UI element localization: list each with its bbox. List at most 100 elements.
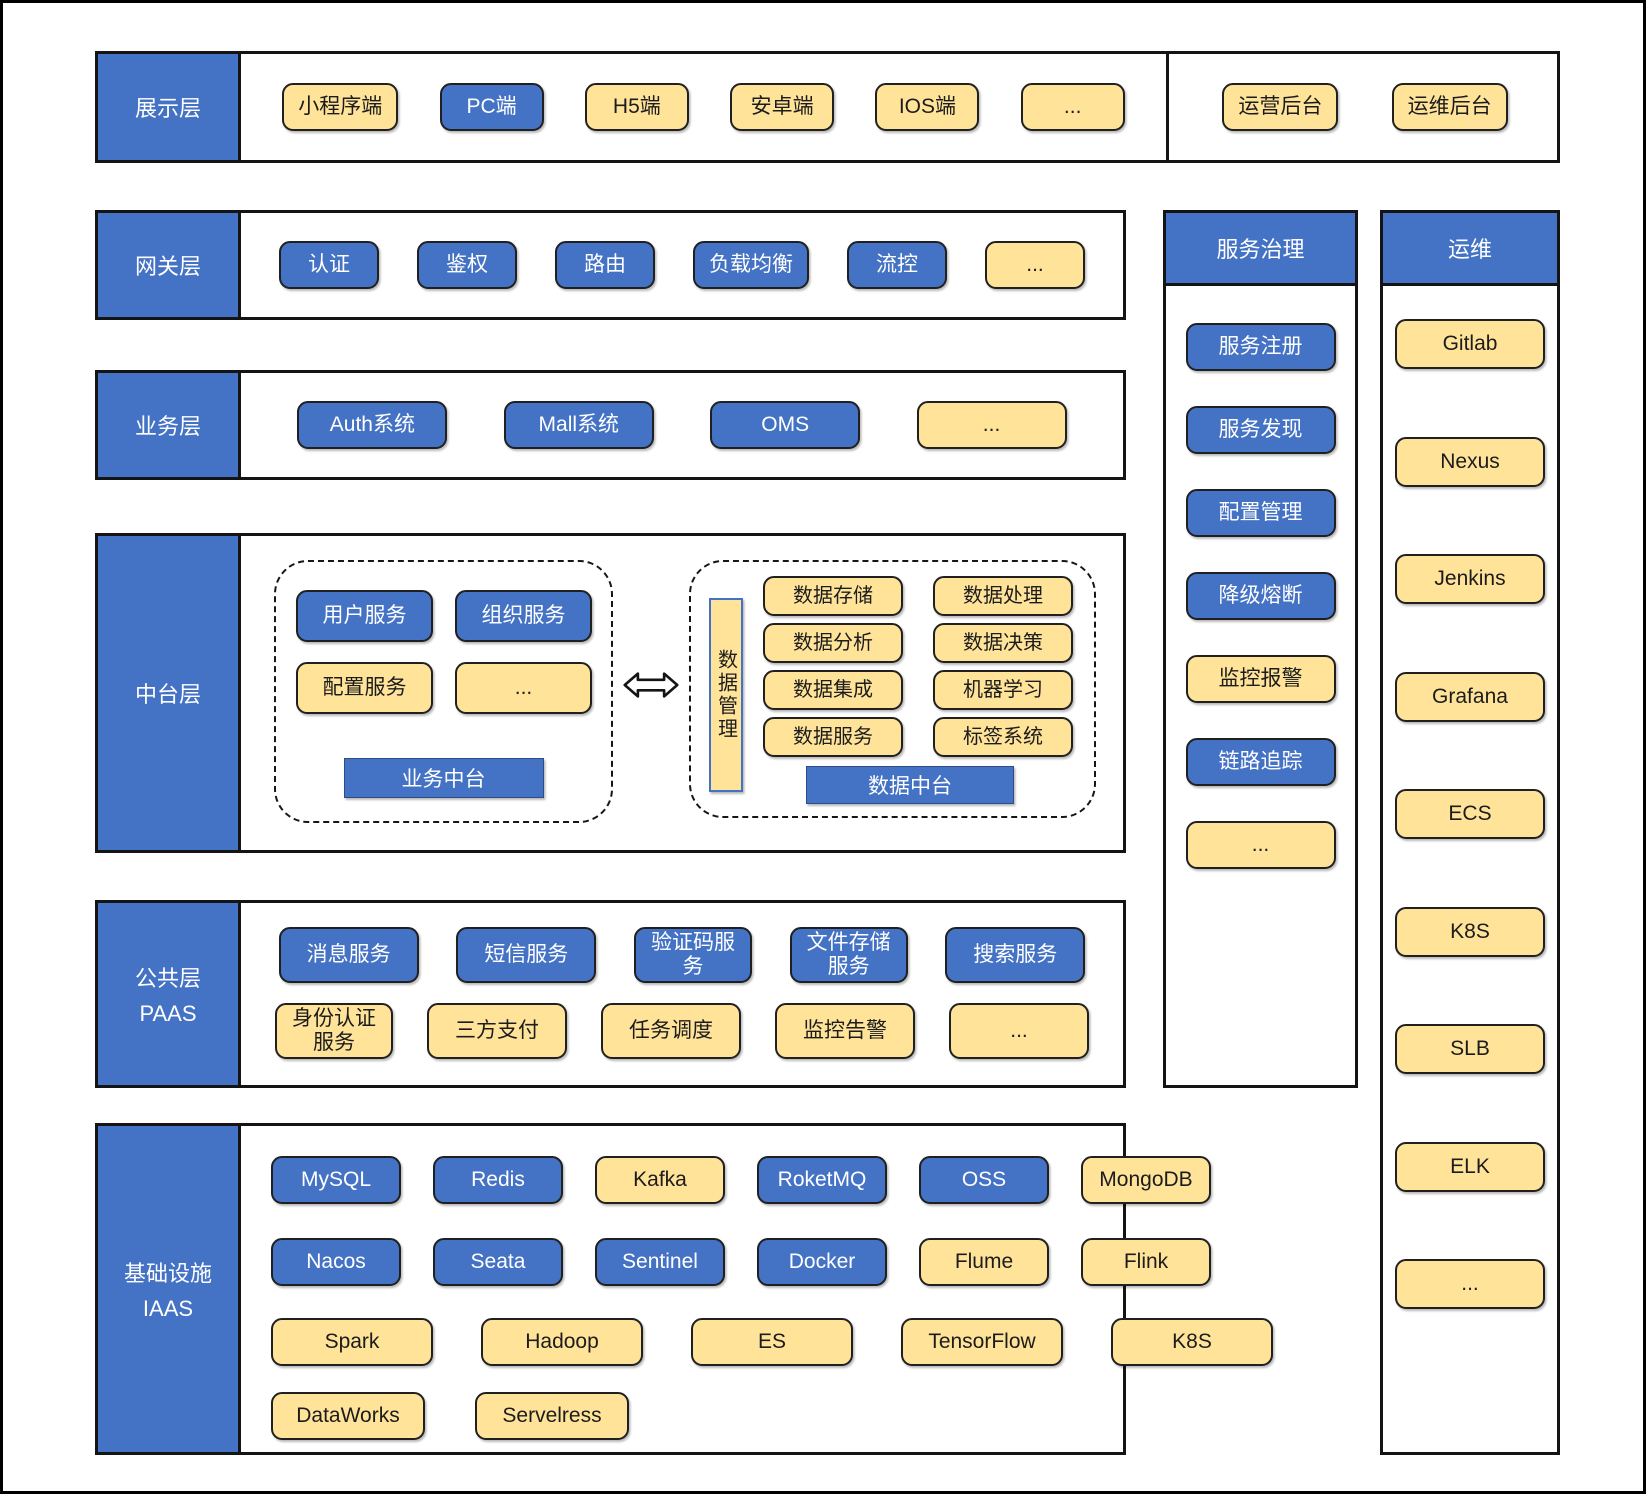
arch-node: Flume (919, 1238, 1049, 1286)
arch-node: 流控 (847, 241, 947, 289)
layer-paas-row: 公共层 PAAS 消息服务 短信服务 验证码服务 文件存储服务 搜索服务 身份认… (95, 900, 1126, 1088)
arch-node: Hadoop (481, 1318, 643, 1366)
arch-node: Redis (433, 1156, 563, 1204)
arch-node: 用户服务 (296, 590, 433, 642)
arch-node: 身份认证服务 (275, 1003, 393, 1059)
layer-label-iaas: 基础设施 IAAS (98, 1126, 241, 1452)
layer-display-row: 展示层 小程序端 PC端 H5端 安卓端 IOS端 ... 运营后台 运维后台 (95, 51, 1560, 163)
gateway-items: 认证 鉴权 路由 负载均衡 流控 ... (241, 213, 1123, 317)
arch-node: Sentinel (595, 1238, 725, 1286)
divider-line (1166, 54, 1169, 160)
arch-node: 数据存储 (763, 576, 903, 616)
ops-title: 运维 (1383, 213, 1557, 286)
arch-node: 小程序端 (282, 83, 399, 131)
business-platform-title: 业务中台 (343, 758, 544, 798)
arch-node: ES (691, 1318, 853, 1366)
arch-node: ... (455, 662, 592, 714)
arch-node: 路由 (555, 241, 655, 289)
governance-column: 服务治理 服务注册 服务发现 配置管理 降级熔断 监控报警 链路追踪 ... (1163, 210, 1358, 1088)
arch-node: ... (1395, 1259, 1545, 1309)
arch-node: 服务发现 (1185, 406, 1336, 454)
arch-node: MongoDB (1081, 1156, 1211, 1204)
arch-node: Kafka (595, 1156, 725, 1204)
arch-node: ELK (1395, 1142, 1545, 1192)
arch-node: Flink (1081, 1238, 1211, 1286)
ops-column: 运维 Gitlab Nexus Jenkins Grafana ECS K8S … (1380, 210, 1560, 1455)
arch-node: 监控告警 (775, 1003, 915, 1059)
arch-node: ... (1185, 821, 1336, 869)
arch-node: TensorFlow (901, 1318, 1063, 1366)
iaas-row3: Spark Hadoop ES TensorFlow K8S (241, 1318, 1273, 1366)
layer-iaas-row: 基础设施 IAAS MySQL Redis Kafka RoketMQ OSS … (95, 1123, 1273, 1455)
arch-node: 运维后台 (1391, 83, 1508, 131)
governance-title: 服务治理 (1166, 213, 1355, 286)
arch-node: Nacos (271, 1238, 401, 1286)
arch-node: 标签系统 (933, 717, 1073, 757)
arch-node: 任务调度 (601, 1003, 741, 1059)
arch-node: ... (985, 241, 1085, 289)
arch-node: RoketMQ (757, 1156, 887, 1204)
arch-node: Docker (757, 1238, 887, 1286)
arch-node: 降级熔断 (1185, 572, 1336, 620)
business-platform-group: 用户服务 组织服务 配置服务 ... 业务中台 (274, 560, 613, 823)
iaas-row4: DataWorks Servelress (241, 1392, 629, 1440)
arch-node: 配置管理 (1185, 489, 1336, 537)
arch-node: Gitlab (1395, 319, 1545, 369)
arch-node: 短信服务 (456, 927, 597, 983)
arch-node: IOS端 (875, 83, 980, 131)
data-platform-group: 数据管理 数据存储 数据处理 数据分析 数据决策 数据集成 机器学习 数据服务 … (689, 560, 1096, 818)
data-management-bar: 数据管理 (709, 598, 743, 792)
paas-row2: 身份认证服务 三方支付 任务调度 监控告警 ... (241, 1003, 1123, 1059)
arch-node: 数据服务 (763, 717, 903, 757)
layer-label-business: 业务层 (98, 373, 241, 477)
arch-node: H5端 (584, 83, 689, 131)
arch-node: 链路追踪 (1185, 738, 1336, 786)
arch-node: SLB (1395, 1024, 1545, 1074)
arch-node: ... (1020, 83, 1125, 131)
arch-node: 机器学习 (933, 670, 1073, 710)
arch-node: 监控报警 (1185, 655, 1336, 703)
arch-node: PC端 (439, 83, 544, 131)
arch-node: 数据集成 (763, 670, 903, 710)
arch-node: Jenkins (1395, 554, 1545, 604)
layer-business-row: 业务层 Auth系统 Mall系统 OMS ... (95, 370, 1126, 480)
layer-label-display: 展示层 (98, 54, 241, 160)
iaas-row2: Nacos Seata Sentinel Docker Flume Flink (241, 1238, 1211, 1286)
arch-node: 运营后台 (1222, 83, 1339, 131)
arch-node: Seata (433, 1238, 563, 1286)
layer-gateway-row: 网关层 认证 鉴权 路由 负载均衡 流控 ... (95, 210, 1126, 320)
arch-node: ... (949, 1003, 1089, 1059)
arch-node: ... (916, 401, 1067, 449)
arch-node: K8S (1111, 1318, 1273, 1366)
admin-items: 运营后台 运维后台 (1169, 54, 1561, 160)
arch-node: Nexus (1395, 437, 1545, 487)
arch-node: DataWorks (271, 1392, 425, 1440)
arch-node: 数据处理 (933, 576, 1073, 616)
arch-node: MySQL (271, 1156, 401, 1204)
arch-node: Mall系统 (503, 401, 654, 449)
arch-node: ECS (1395, 789, 1545, 839)
arch-node: 验证码服务 (633, 927, 752, 983)
arch-node: OMS (710, 401, 861, 449)
arch-node: 认证 (279, 241, 379, 289)
arch-node: 文件存储服务 (789, 927, 908, 983)
layer-label-gateway: 网关层 (98, 213, 241, 317)
arch-node: Servelress (475, 1392, 629, 1440)
arch-node: 消息服务 (278, 927, 419, 983)
data-platform-title: 数据中台 (806, 766, 1014, 804)
arch-node: 服务注册 (1185, 323, 1336, 371)
layer-middle-row: 中台层 用户服务 组织服务 配置服务 ... 业务中台 数 (95, 533, 1126, 853)
paas-row1: 消息服务 短信服务 验证码服务 文件存储服务 搜索服务 (241, 927, 1123, 983)
layer-label-middle: 中台层 (98, 536, 241, 850)
display-items: 小程序端 PC端 H5端 安卓端 IOS端 ... (241, 54, 1166, 160)
layer-label-paas: 公共层 PAAS (98, 903, 241, 1085)
arch-node: Grafana (1395, 672, 1545, 722)
arch-node: OSS (919, 1156, 1049, 1204)
double-arrow-icon (623, 669, 679, 706)
arch-node: 三方支付 (427, 1003, 567, 1059)
iaas-row1: MySQL Redis Kafka RoketMQ OSS MongoDB (241, 1156, 1211, 1204)
arch-node: 组织服务 (455, 590, 592, 642)
arch-node: 负载均衡 (693, 241, 809, 289)
business-items: Auth系统 Mall系统 OMS ... (241, 373, 1123, 477)
